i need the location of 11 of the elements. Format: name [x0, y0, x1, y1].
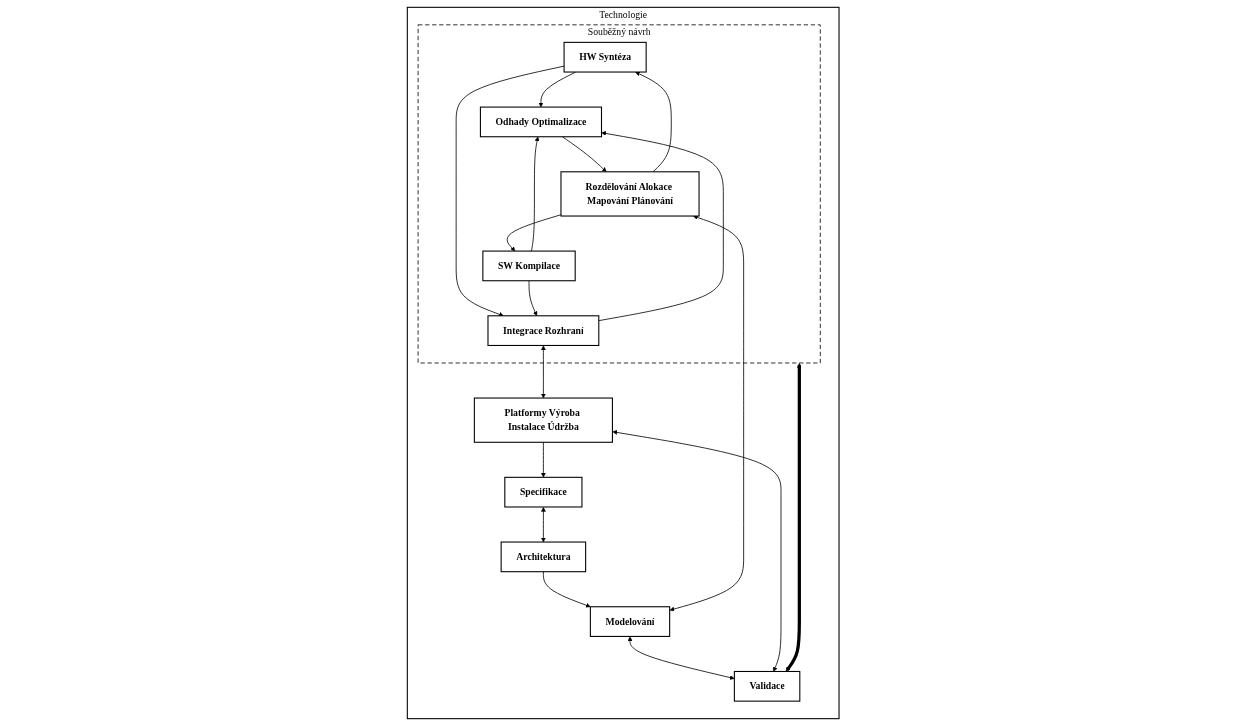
arrow — [785, 363, 802, 672]
node-box: Modelování — [589, 606, 671, 637]
node-box: Integrace Rozhraní — [487, 315, 600, 346]
node-box: Specifikace — [504, 476, 583, 508]
node-box: HW Syntéza — [563, 41, 647, 73]
node-box: Odhady Optimalizace — [479, 106, 602, 138]
node-box: Architektura — [500, 541, 586, 573]
node-box: Rozdělování Alokace Mapování Plánování — [560, 171, 700, 217]
node-box: Validace — [733, 670, 801, 702]
node-box: SW Kompilace — [482, 250, 576, 282]
node-box: Platformy Výroba Instalace Údržba — [473, 397, 613, 443]
